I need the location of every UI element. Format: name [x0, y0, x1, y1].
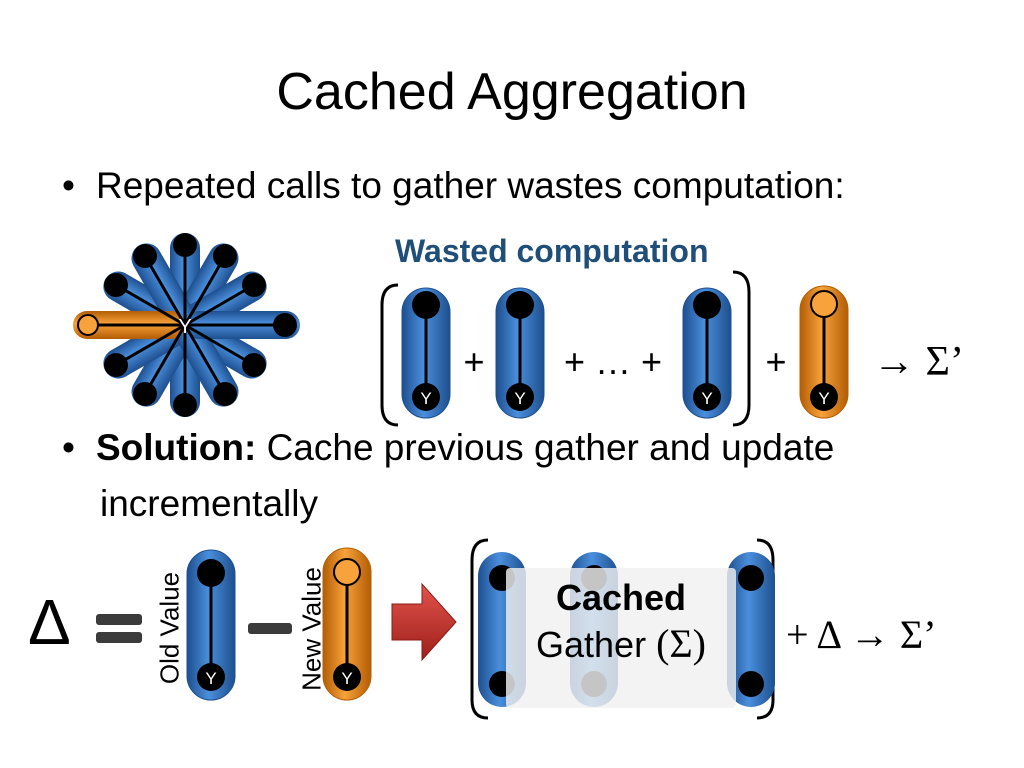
- edge-capsule-blue: Y: [495, 287, 545, 419]
- ellipsis-plus: + … +: [564, 341, 662, 382]
- bullet-wasted-text: Repeated calls to gather wastes computat…: [96, 165, 845, 206]
- left-bracket: [470, 538, 489, 720]
- new-value-label-box: New Value: [293, 555, 331, 703]
- slide-title: Cached Aggregation: [276, 63, 748, 121]
- svg-text:Y: Y: [514, 389, 525, 408]
- edge-capsule-blue: Y: [401, 287, 451, 419]
- cached-gather-text: Gather: [536, 624, 657, 665]
- edge-capsule-blue: Y: [682, 287, 732, 419]
- bullet-wasted: • Repeated calls to gather wastes computa…: [62, 158, 845, 214]
- cached-result: + Δ → Σ’: [786, 612, 936, 657]
- spoke-edges: [88, 245, 285, 405]
- svg-text:Y: Y: [205, 669, 216, 688]
- cached-sigma: (Σ): [656, 621, 706, 666]
- svg-text:Y: Y: [701, 389, 712, 408]
- cached-gather-box: Cached Gather (Σ): [506, 568, 736, 708]
- plus-sign: +: [463, 341, 484, 382]
- solution-text-continued: incrementally: [100, 483, 318, 524]
- solution-text: Cache previous gather and update: [256, 427, 835, 468]
- solution-bold: Solution:: [96, 427, 257, 468]
- bullet-solution: • Solution: Cache previous gather and upd…: [62, 420, 834, 476]
- center-vertex-label: Y: [178, 316, 191, 338]
- right-bracket: [732, 270, 751, 427]
- bullet-glyph: •: [62, 427, 75, 468]
- orange-node: [77, 314, 99, 336]
- star-graph: Y: [73, 233, 300, 417]
- svg-text:Y: Y: [341, 669, 352, 688]
- wasted-computation-label: Wasted computation: [395, 233, 709, 269]
- svg-text:Y: Y: [420, 389, 431, 408]
- old-value-label-box: Old Value: [151, 560, 189, 695]
- delta-symbol: Δ: [28, 586, 71, 658]
- edge-capsule-orange: Y: [799, 285, 849, 419]
- old-value-capsule: Y: [186, 549, 236, 701]
- result-sigma-prime: → Σ’: [873, 339, 964, 385]
- left-bracket: [380, 283, 399, 427]
- bullet-glyph: •: [62, 165, 75, 206]
- cached-title: Cached: [555, 577, 687, 618]
- old-value-label: Old Value: [154, 571, 185, 684]
- new-value-capsule: Y: [322, 547, 372, 701]
- equals-sign: [96, 614, 142, 643]
- svg-text:Y: Y: [818, 389, 829, 408]
- spoke-nodes: [104, 233, 297, 417]
- plus-sign: +: [765, 341, 786, 382]
- minus-sign: [248, 623, 292, 634]
- new-value-label: New Value: [296, 567, 327, 691]
- red-arrow-icon: [391, 582, 457, 662]
